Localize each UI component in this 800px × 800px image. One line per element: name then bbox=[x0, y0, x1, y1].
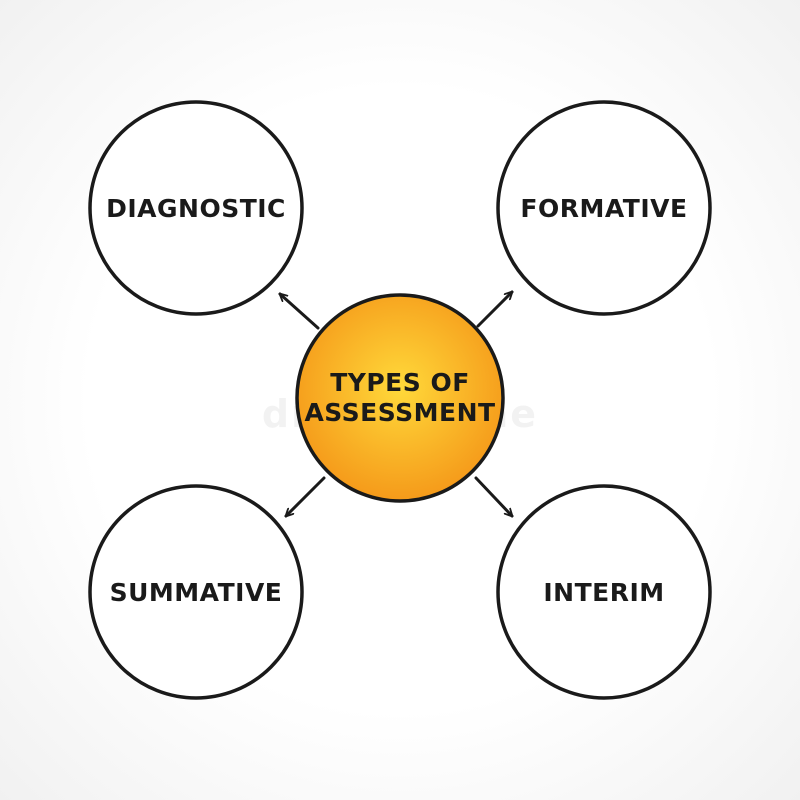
node-label-formative: FORMATIVE bbox=[520, 193, 688, 223]
arrow-to-formative bbox=[476, 290, 514, 328]
node-label-diagnostic: DIAGNOSTIC bbox=[106, 193, 286, 223]
arrow-to-interim bbox=[474, 476, 514, 518]
arrow-to-diagnostic bbox=[278, 292, 320, 330]
center-label-line-2: ASSESSMENT bbox=[304, 398, 496, 427]
node-circle-interim bbox=[496, 484, 712, 700]
center-label-line-1: TYPES OF bbox=[330, 368, 470, 397]
node-circle-diagnostic bbox=[88, 100, 304, 316]
center-circle bbox=[295, 293, 505, 503]
node-circle-summative bbox=[88, 484, 304, 700]
node-circle-formative bbox=[496, 100, 712, 316]
center-label: TYPES OF ASSESSMENT bbox=[304, 364, 496, 432]
node-label-summative: SUMMATIVE bbox=[109, 577, 283, 607]
node-label-interim: INTERIM bbox=[543, 577, 665, 607]
arrow-to-summative bbox=[284, 476, 326, 518]
